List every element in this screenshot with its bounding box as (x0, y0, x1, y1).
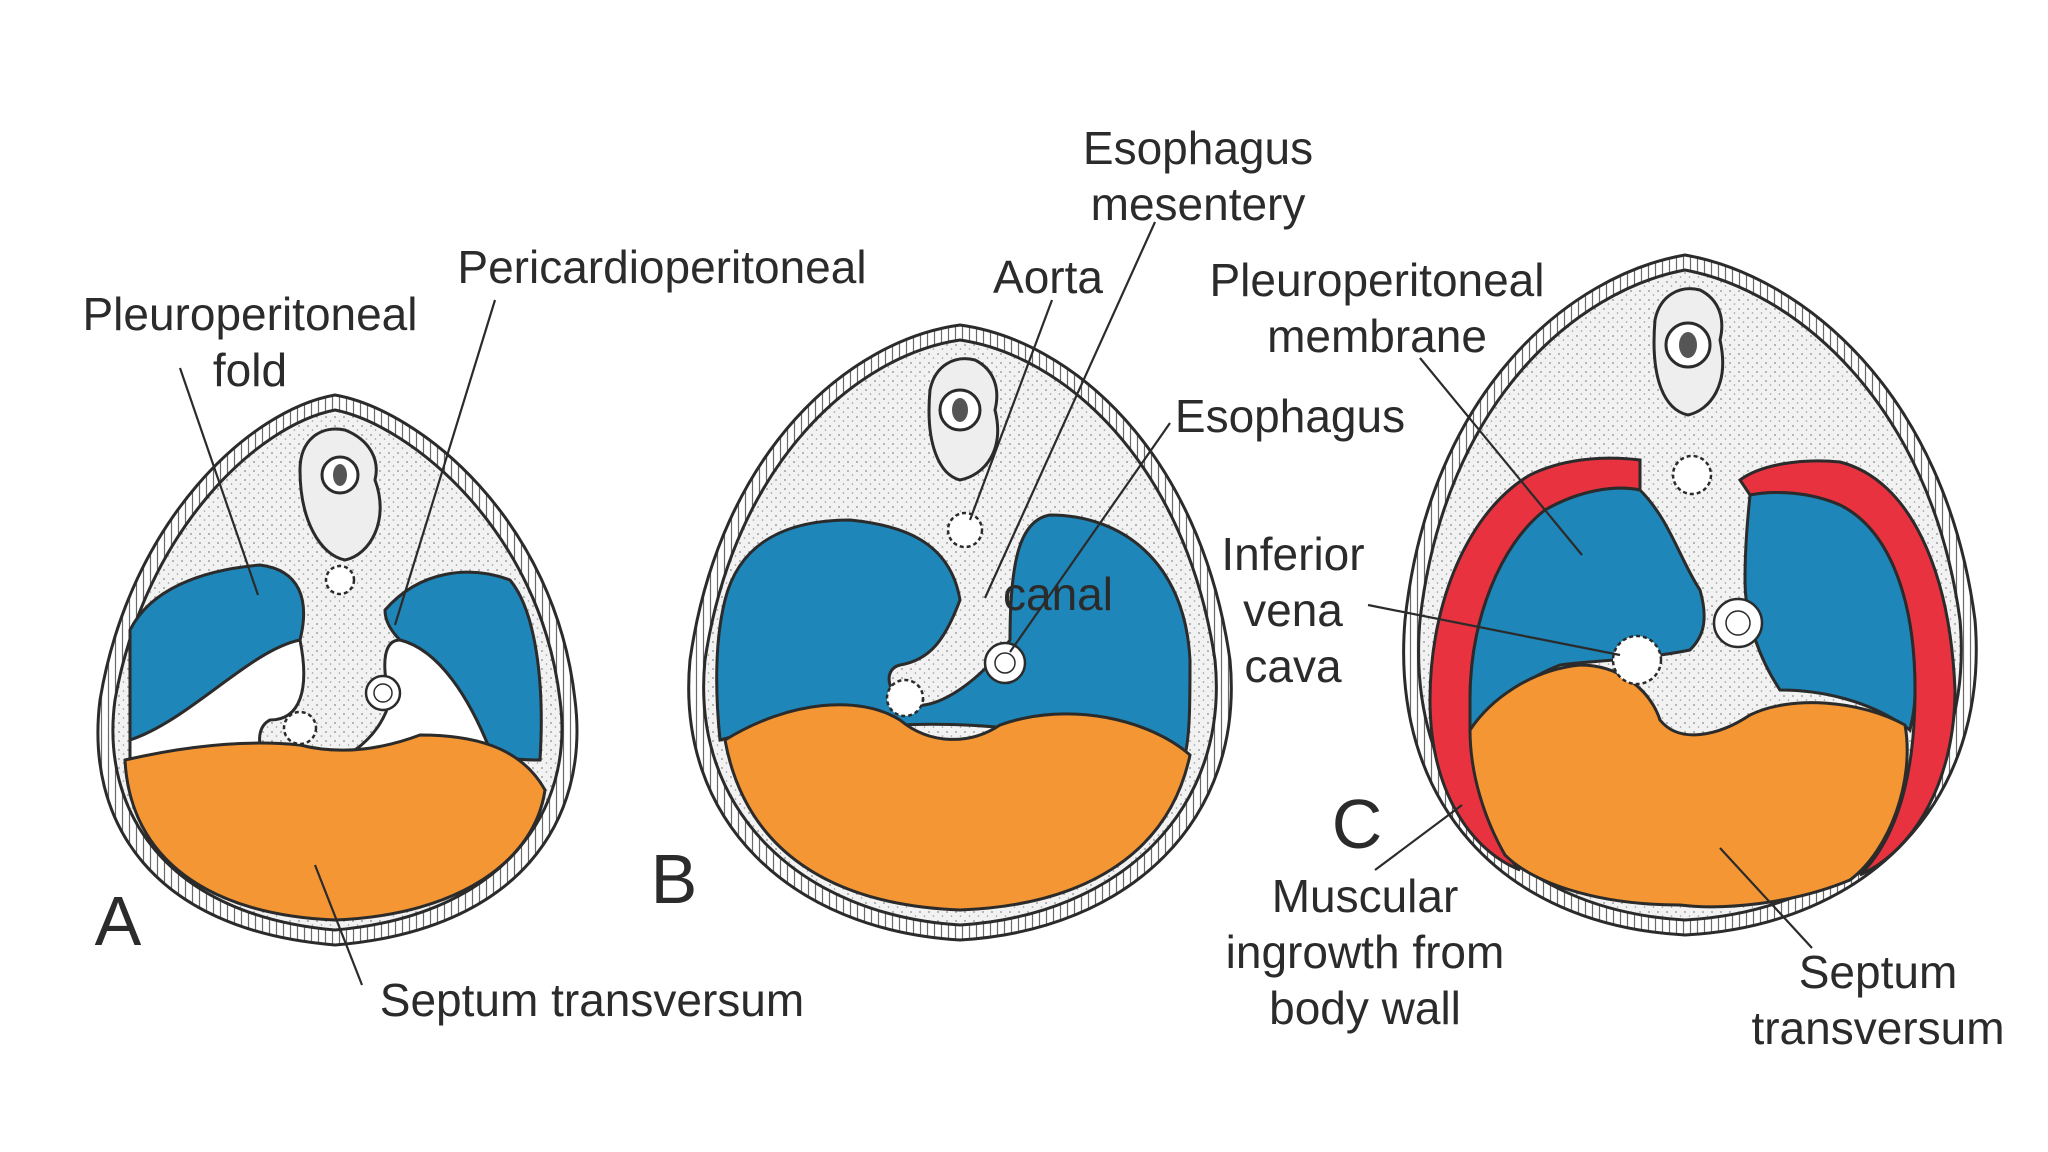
leader-esophagus (1009, 422, 1171, 653)
panel-letter-a: A (95, 882, 142, 960)
spinal-cord-c-core (1679, 332, 1697, 358)
label-aorta: Aorta (993, 251, 1103, 303)
septum-transversum-a (123, 733, 547, 922)
leader-aorta (968, 299, 1054, 521)
vena-cava-c (1611, 634, 1663, 686)
label-septum-transversum-a: Septum transversum (380, 974, 804, 1026)
panel-letters: A B C (95, 785, 1383, 960)
leader-pericardioperitoneal-a (393, 299, 497, 626)
panel-a (96, 393, 579, 947)
leader-pleuroperitoneal-membrane (1419, 357, 1583, 556)
label-muscular-ingrowth-line3: body wall (1269, 982, 1461, 1034)
leader-pleuroperitoneal-fold (178, 367, 260, 596)
spinal-cord-b-core (952, 398, 968, 422)
label-pericardioperitoneal: Pericardioperitoneal (457, 241, 866, 293)
leader-septum-transversum-c (1719, 847, 1813, 949)
label-muscular-ingrowth-line1: Muscular (1272, 870, 1459, 922)
leader-septum-transversum-a (313, 864, 364, 986)
esophagus-c-lumen (1725, 610, 1751, 636)
vena-cava-a (282, 710, 318, 746)
label-inferior-vena-cava-line3: cava (1244, 640, 1342, 692)
label-pleuroperitoneal-fold-line2: fold (213, 344, 287, 396)
vertebra (298, 427, 382, 562)
panel-b (687, 323, 1233, 942)
label-muscular-ingrowth-line2: ingrowth from (1226, 926, 1505, 978)
pleural-cavity-c-left (1468, 486, 1706, 734)
leader-esophagus-mesentery (983, 221, 1157, 599)
septum-transversum-b (723, 703, 1192, 912)
panel-letter-c: C (1332, 785, 1383, 863)
label-esophagus-mesentery-line1: Esophagus (1083, 122, 1313, 174)
vena-cava-b (885, 678, 925, 718)
leader-inferior-vena-cava (1367, 603, 1621, 657)
label-pleuroperitoneal-fold-line1: Pleuroperitoneal (82, 288, 417, 340)
label-pleuroperitoneal-membrane-line1: Pleuroperitoneal (1209, 254, 1544, 306)
pleural-cavity-c-right (1743, 490, 1917, 733)
label-septum-transversum-c-line1: Septum (1799, 946, 1958, 998)
panel-c (1402, 253, 1978, 937)
label-canal: canal (1003, 568, 1113, 620)
leader-muscular-ingrowth (1374, 804, 1463, 871)
aorta-c (1671, 454, 1713, 496)
leader-lines (178, 221, 1813, 986)
aorta-b (946, 511, 984, 549)
label-septum-transversum-c-line2: transversum (1751, 1002, 2004, 1054)
aorta-a (324, 564, 356, 596)
panel-letter-b: B (651, 840, 698, 918)
label-inferior-vena-cava-line1: Inferior (1221, 528, 1364, 580)
label-esophagus-mesentery-line2: mesentery (1091, 178, 1306, 230)
esophagus-b-lumen (994, 652, 1016, 674)
labels: Pleuroperitoneal fold Pericardioperitone… (82, 122, 2004, 1054)
spinal-cord-core (333, 464, 347, 486)
label-esophagus: Esophagus (1175, 390, 1405, 442)
esophagus-a-lumen (373, 683, 393, 703)
label-inferior-vena-cava-line2: vena (1243, 584, 1343, 636)
label-pleuroperitoneal-membrane-line2: membrane (1267, 310, 1487, 362)
